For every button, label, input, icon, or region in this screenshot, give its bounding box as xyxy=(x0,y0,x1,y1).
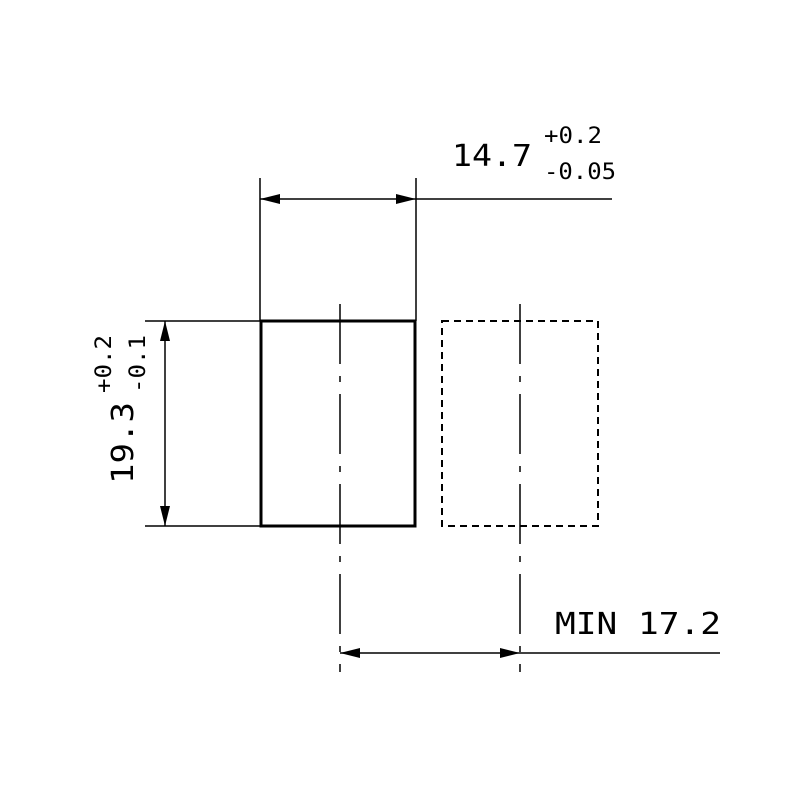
height-tol-lower-text: -0.1 xyxy=(126,335,151,393)
width-tol-upper-text: +0.2 xyxy=(544,124,602,149)
height-tol-upper-text: +0.2 xyxy=(92,335,117,393)
primary-footprint-outline xyxy=(259,319,417,528)
width-tol-lower-text: -0.05 xyxy=(544,160,616,185)
height-nominal-text: 19.3 xyxy=(106,402,141,484)
width-nominal-text: 14.7 xyxy=(452,139,532,174)
pitch-label-text: MIN 17.2 xyxy=(555,607,721,642)
pitch-dimension: MIN 17.2 xyxy=(340,607,721,658)
width-dimension: 14.7 +0.2 -0.05 xyxy=(259,124,616,321)
height-dimension: 19.3 +0.2 -0.1 xyxy=(92,320,260,527)
